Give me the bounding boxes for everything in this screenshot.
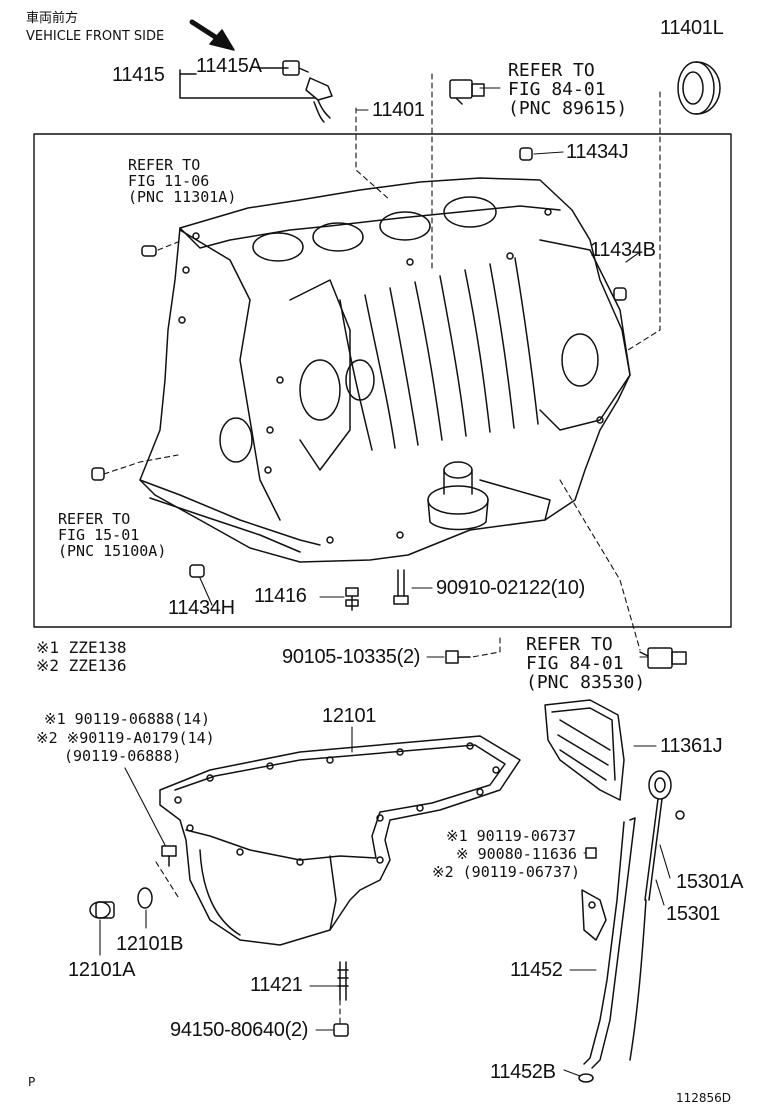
- guide-11452: [581, 817, 636, 1069]
- label-12101a: 12101A: [68, 959, 136, 981]
- nut-94150: [333, 1023, 349, 1037]
- header-jp: 車両前方: [26, 11, 79, 26]
- pin-11434j: [519, 147, 533, 161]
- baffle-11361j: [544, 699, 625, 801]
- spec-oilpan-3: (90119-06888): [64, 747, 182, 765]
- o-ring-11452b: [578, 1073, 594, 1083]
- bolt-gauge: [585, 847, 597, 859]
- oil-pan-12101: [159, 735, 521, 946]
- cylinder-block: [139, 177, 631, 563]
- label-11401: 11401: [372, 99, 425, 121]
- seal-11401l: [677, 61, 721, 115]
- drain-plug-12101a: [89, 901, 115, 919]
- assembly-frame: [33, 133, 732, 628]
- spec-gauge-3: ※2 (90119-06737): [432, 863, 581, 881]
- label-11434h: 11434H: [168, 597, 235, 619]
- bolt-11416: [345, 587, 359, 611]
- bolt-90910: [393, 569, 409, 605]
- label-11421: 11421: [250, 974, 303, 996]
- label-11452: 11452: [510, 959, 563, 981]
- pin-11301a: [141, 245, 157, 257]
- arrow-icon: [189, 19, 235, 51]
- note-zze138: ※1 ZZE138: [36, 638, 127, 657]
- o-ring-15301a: [675, 810, 685, 820]
- sensor-11415a: [282, 60, 333, 123]
- spec-gauge-1: ※1 90119-06737: [446, 827, 576, 845]
- ref-89615: REFER TO FIG 84-01 (PNC 89615): [508, 60, 628, 119]
- label-11434j: 11434J: [566, 141, 629, 163]
- note-zze136: ※2 ZZE136: [36, 656, 127, 675]
- sensor-89615: [449, 79, 485, 105]
- ref-83530: REFER TO FIG 84-01 (PNC 83530): [526, 634, 646, 693]
- ref-11301a: REFER TO FIG 11-06 (PNC 11301A): [128, 156, 237, 206]
- dipstick-15301: [629, 770, 672, 1061]
- label-11361j: 11361J: [660, 735, 723, 757]
- spec-oilpan-1: ※1 90119-06888(14): [44, 710, 211, 728]
- footer-p: P: [28, 1075, 36, 1089]
- header-en: VEHICLE FRONT SIDE: [26, 29, 165, 44]
- label-15301: 15301: [666, 903, 721, 925]
- label-94150: 94150-80640(2): [170, 1019, 309, 1041]
- spec-gauge-2: ※ 90080-11636: [456, 845, 577, 863]
- label-11401l: 11401L: [660, 17, 724, 39]
- stud-11421: [337, 961, 349, 1001]
- label-90910: 90910-02122(10): [436, 577, 585, 599]
- gasket-12101b: [137, 887, 153, 909]
- spec-oilpan-2: ※2 ※90119-A0179(14): [36, 729, 215, 747]
- label-11415: 11415: [112, 64, 165, 86]
- pin-11434h: [189, 564, 205, 578]
- label-11416: 11416: [254, 585, 307, 607]
- label-11452b: 11452B: [490, 1061, 556, 1083]
- pin-15100a: [91, 467, 105, 481]
- label-12101: 12101: [322, 705, 377, 727]
- bolt-90105: [445, 650, 471, 664]
- figure-code: 112856D: [676, 1091, 732, 1105]
- bolt-oilpan: [161, 845, 177, 867]
- label-90105: 90105-10335(2): [282, 646, 421, 668]
- pin-11434b: [613, 287, 627, 301]
- label-15301a: 15301A: [676, 871, 744, 893]
- label-12101b: 12101B: [116, 933, 184, 955]
- label-11415a: 11415A: [196, 55, 262, 77]
- sensor-83530: [639, 647, 687, 669]
- ref-15100a: REFER TO FIG 15-01 (PNC 15100A): [58, 510, 167, 560]
- label-11434b: 11434B: [590, 239, 656, 261]
